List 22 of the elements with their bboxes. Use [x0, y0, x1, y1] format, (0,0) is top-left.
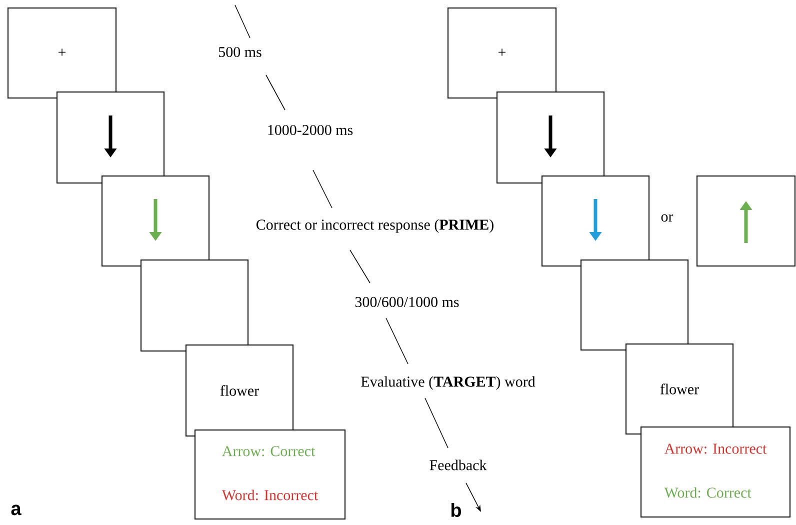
stimulus-screen [56, 92, 164, 184]
timeline-label: 500 ms [217, 46, 263, 58]
timeline-label: or [660, 213, 674, 223]
timeline-label: Correct or incorrect response (PRIME) [254, 218, 496, 234]
panel-letter: b [451, 503, 462, 517]
stimulus-screen: flower [626, 344, 734, 434]
timeline-label: Feedback [428, 458, 488, 472]
stimulus-screen: flower [186, 344, 294, 436]
stimulus-screen [140, 260, 248, 352]
stimulus-screen [696, 176, 796, 266]
stimulus-screen [496, 92, 604, 184]
stimulus-screen: + [448, 8, 556, 98]
panel-letter: a [11, 504, 22, 516]
timeline-label: 300/600/1000 ms [354, 296, 460, 308]
feedback-screen: Arrow: Correct Word: Incorrect [194, 430, 346, 520]
stimulus-screen [102, 176, 210, 266]
stimulus-screen [580, 260, 688, 350]
stimulus-screen [542, 176, 650, 266]
feedback-screen: Arrow: Incorrect Word: Correct [640, 426, 790, 518]
timeline-label: Evaluative (TARGET) word [360, 375, 536, 391]
stimulus-screen: + [8, 8, 116, 98]
timeline-label: 1000-2000 ms [266, 124, 354, 136]
